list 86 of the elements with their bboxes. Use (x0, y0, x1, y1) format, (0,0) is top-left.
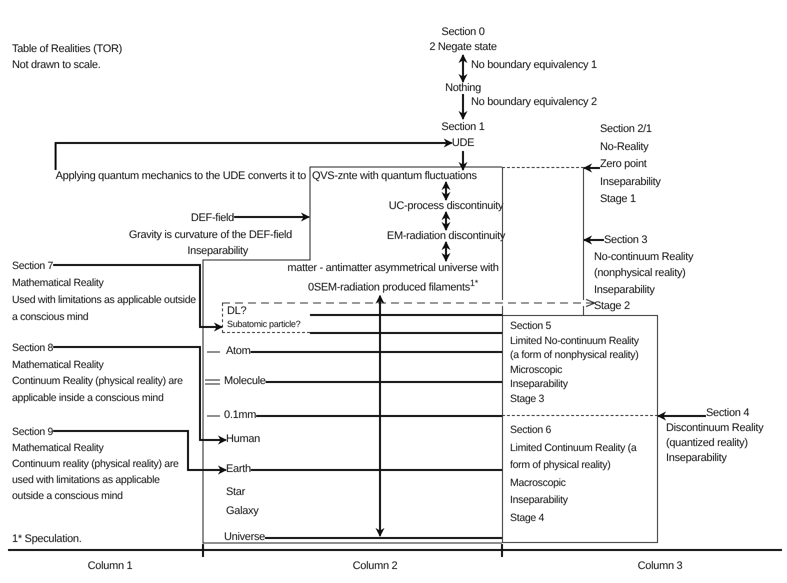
description-text: Stage 3 (510, 392, 544, 406)
field-label: DEF-field (190, 211, 234, 226)
arrow (234, 212, 310, 222)
scale-label: 0.1mm (224, 409, 256, 421)
connector-line (265, 537, 502, 539)
section-heading: Section 4 (706, 406, 750, 421)
arrow (376, 294, 384, 537)
section-heading: Section 5 (510, 319, 552, 334)
description-text: Mathematical Reality (12, 276, 104, 291)
arrow (442, 181, 450, 201)
arrow (53, 264, 223, 332)
section-heading: Section 0 (441, 25, 485, 40)
connector-line (310, 314, 502, 316)
scale-label: Subatomic particle? (227, 318, 300, 331)
scale-label: Earth (226, 463, 251, 475)
arrow (583, 164, 600, 172)
scale-label: Star (226, 486, 245, 498)
scale-label: Molecule (224, 375, 266, 387)
description-text: Inseparability (510, 377, 568, 392)
edge-label: No boundary equivalency 1 (470, 59, 598, 71)
description-text: Limited Continuum Reality (a form of physical reality) (510, 440, 638, 473)
edge-label: No boundary equivalency 2 (470, 96, 598, 108)
description-text: Zero point (600, 157, 647, 172)
arrow (657, 412, 706, 420)
description-text: Discontinuum Reality (quantized reality) (666, 421, 764, 451)
section-heading: Section 6 (510, 423, 552, 438)
section-heading: Section 1 (441, 120, 485, 135)
arrow (583, 236, 604, 244)
section-heading: Section 8 (12, 341, 54, 356)
connector-line (310, 332, 502, 334)
description-text: UDE (452, 136, 474, 151)
section-heading: Section 2/1 (600, 122, 652, 137)
description-text: Inseparability (594, 282, 655, 298)
scale-label: Atom (226, 345, 250, 357)
dashed-box (222, 303, 310, 333)
section-heading: Section 9 (12, 425, 54, 440)
description-text: Inseparability (510, 493, 568, 508)
process-label: matter - antimatter asymmetrical universe with 0SEM-radiation produced filaments$^{1*}$ (275, 261, 511, 296)
description-text: No-Reality (600, 140, 648, 154)
connector-line (250, 351, 502, 353)
description-text: Continuum Reality (physical reality) are applicable inside a conscious mind (12, 374, 184, 406)
section-heading: Section 3 (604, 233, 648, 248)
arrow (54, 138, 453, 170)
column-label: Column 1 (88, 560, 132, 572)
title-text: Table of Realities (TOR) (12, 43, 122, 55)
arrow (53, 346, 227, 444)
description-text: Mathematical Reality (12, 441, 104, 456)
arrow (442, 211, 450, 231)
description-text: Stage 1 (600, 192, 636, 207)
note-text: Not drawn to scale. (12, 59, 100, 71)
column-label: Column 3 (638, 560, 682, 572)
arrow (53, 430, 227, 474)
dashed-arrow (222, 298, 596, 308)
description-text: Stage 2 (594, 299, 630, 314)
section-box (502, 416, 658, 543)
arrow (442, 241, 450, 262)
connector-line (256, 415, 502, 417)
footnote-text: 1* Speculation. (12, 533, 82, 545)
description-text: Microscopic (510, 362, 562, 377)
scale-label: DL? (227, 305, 246, 318)
description-text: Macroscopic (510, 476, 566, 490)
column-label: Column 2 (352, 560, 398, 572)
description-text: Inseparability (600, 174, 661, 190)
arrow (458, 151, 468, 171)
arrow (458, 54, 468, 83)
scale-label: Universe (224, 531, 266, 543)
scale-label: Galaxy (226, 505, 258, 517)
description-text: Inseparability (666, 451, 727, 466)
connector-line (266, 381, 502, 383)
description-text: Inseparability (187, 244, 248, 259)
description-text: 2 Negate state (429, 40, 497, 55)
description-text: Mathematical Reality (12, 358, 104, 372)
description-text: No-continuum Reality (nonphysical reality) (594, 250, 694, 281)
description-text: Used with limitations as applicable outside a conscious mind (12, 293, 197, 325)
scale-label: Human (226, 433, 260, 445)
description-text: Stage 4 (510, 510, 544, 526)
arrow (458, 94, 468, 120)
state-label: Nothing (445, 82, 481, 94)
process-label: QVS-znte with quantum fluctuations (312, 170, 477, 182)
section-heading: Section 7 (12, 259, 54, 274)
connector-line (250, 469, 502, 471)
note-text: Applying quantum mechanics to the UDE converts it to (56, 170, 306, 182)
description-text: Gravity is curvature of the DEF-field (128, 228, 292, 242)
section-box (502, 315, 658, 416)
description-text: Continuum reality (physical reality) are used with limitations as applicable outside a conscious mind (12, 457, 180, 504)
description-text: Limited No-continuum Reality (a form of nonphysical reality) (510, 334, 640, 362)
